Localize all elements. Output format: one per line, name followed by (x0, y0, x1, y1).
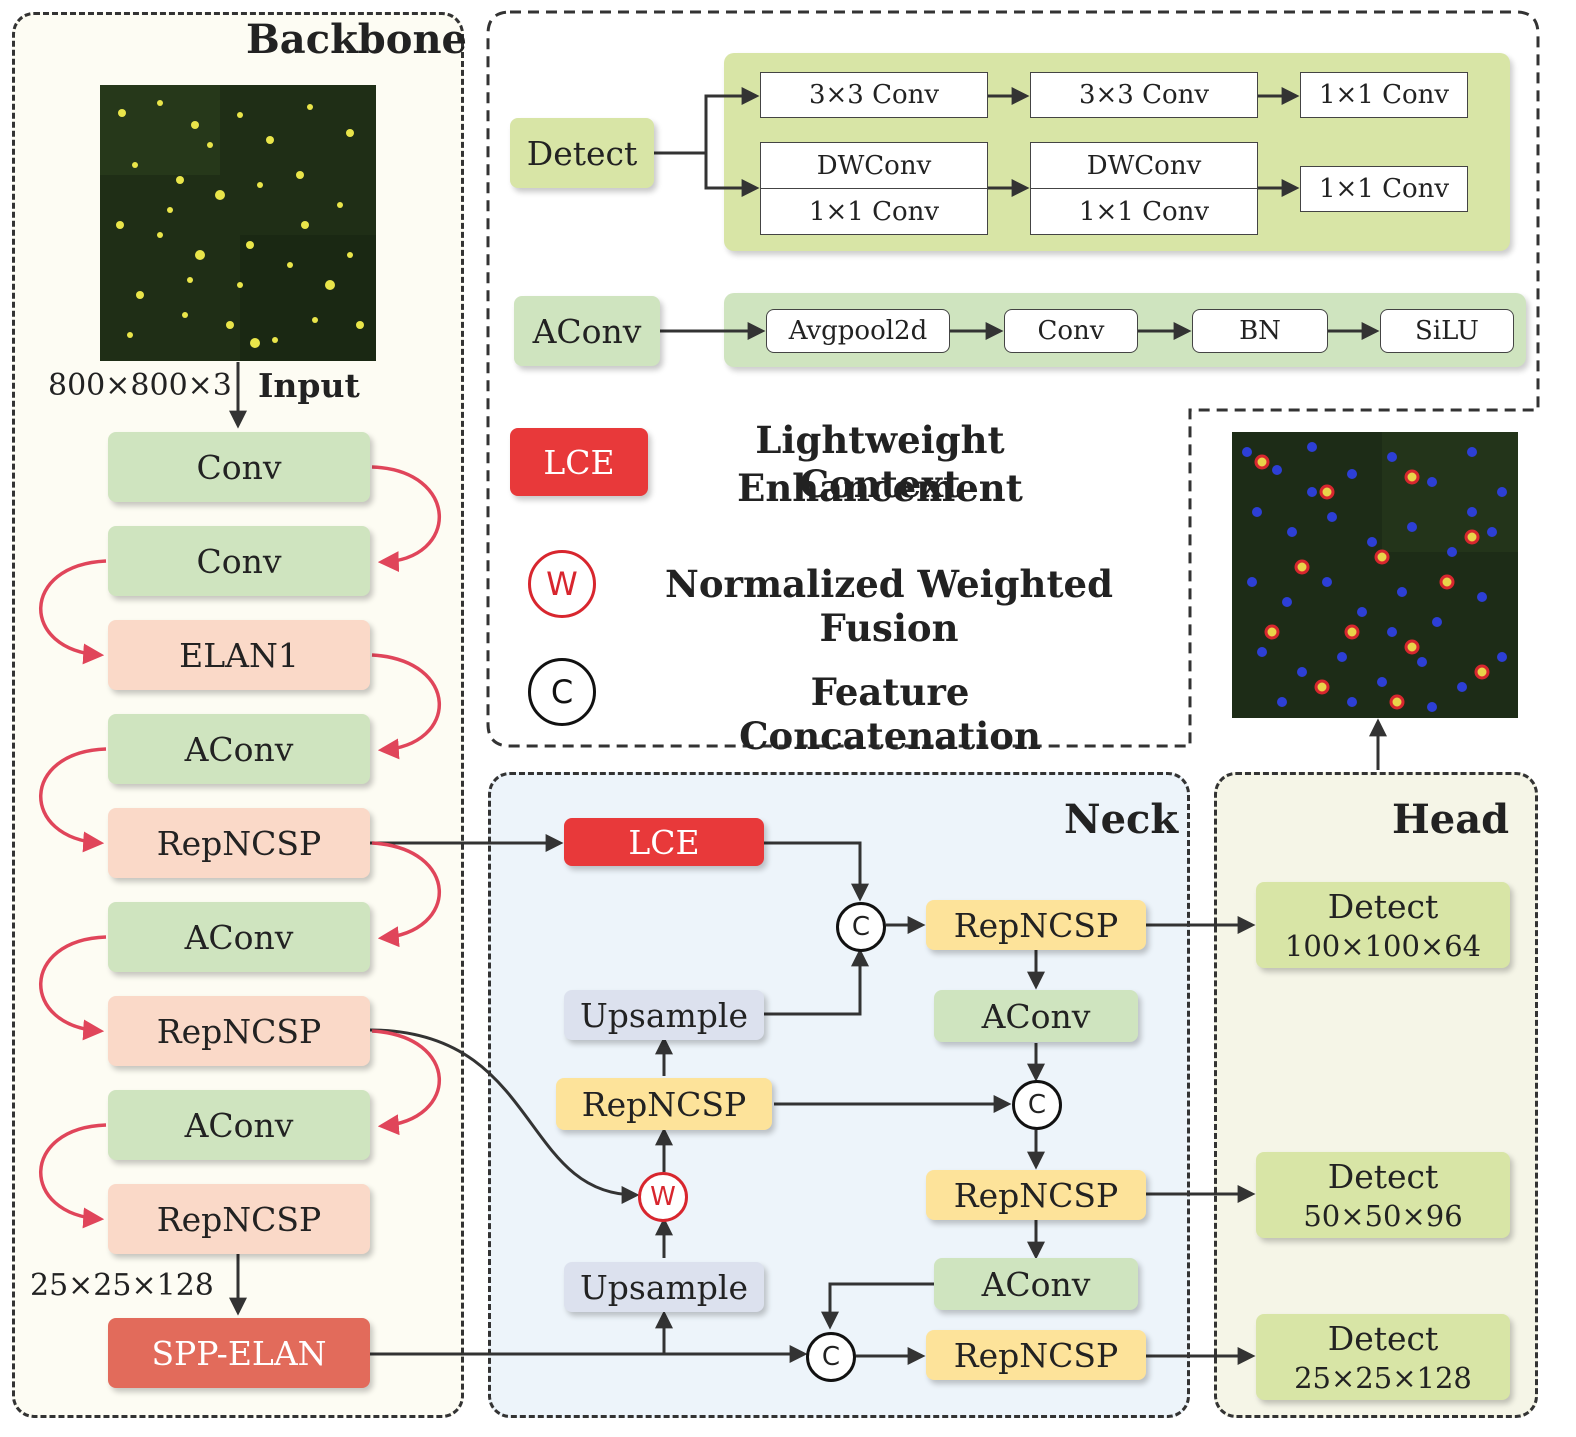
detect-row2-conv1x1-end: 1×1 Conv (1300, 166, 1468, 212)
detect-row2-dwconv-a: DWConv (760, 142, 988, 189)
neck-repncsp-1: RepNCSP (926, 900, 1146, 950)
neck-repncsp-3: RepNCSP (926, 1330, 1146, 1380)
aconv-step-bn: BN (1192, 309, 1328, 353)
aconv-detail-label: AConv (514, 296, 660, 366)
neck-aconv-1: AConv (934, 990, 1138, 1042)
legend-c-symbol: C (528, 658, 596, 726)
input-size-label: 800×800×3 (48, 368, 232, 403)
input-image (100, 85, 376, 361)
input-label: Input (258, 366, 360, 405)
detect-row2-dwconv-b: DWConv (1030, 142, 1258, 189)
neck-repncsp-2: RepNCSP (926, 1170, 1146, 1220)
head-detect-3-label: Detect (1327, 1319, 1439, 1359)
backbone-spp-elan: SPP-ELAN (108, 1318, 370, 1388)
legend-lce-box: LCE (510, 428, 648, 496)
backbone-aconv-3: AConv (108, 1090, 370, 1160)
legend-c-text: Feature Concatenation (739, 670, 1041, 758)
backbone-repncsp-2: RepNCSP (108, 996, 370, 1066)
backbone-conv-2: Conv (108, 526, 370, 596)
output-image (1232, 432, 1518, 718)
detect-row1-conv3x3-a: 3×3 Conv (760, 72, 988, 118)
detect-detail-label: Detect (510, 118, 654, 188)
neck-concat-2-letter: C (1027, 1090, 1047, 1120)
head-detect-2: Detect 50×50×96 (1256, 1152, 1510, 1238)
backbone-repncsp-1: RepNCSP (108, 808, 370, 878)
neck-upsample-top: Upsample (564, 990, 764, 1040)
pre-spp-size-label: 25×25×128 (30, 1268, 214, 1303)
neck-concat-1-letter: C (851, 912, 871, 942)
backbone-elan1: ELAN1 (108, 620, 370, 690)
neck-concat-1: C (836, 902, 886, 952)
detect-row2-conv1x1-b: 1×1 Conv (1030, 188, 1258, 235)
legend-lce-text-1: Lightweight Context (755, 418, 1005, 506)
neck-repncsp-left: RepNCSP (556, 1078, 772, 1130)
aconv-step-avgpool2d: Avgpool2d (766, 309, 950, 353)
neck-weighted-fusion-letter: W (650, 1182, 676, 1212)
neck-upsample-bottom: Upsample (564, 1262, 764, 1312)
detect-row2-conv1x1-a: 1×1 Conv (760, 188, 988, 235)
neck-title: Neck (1064, 796, 1179, 843)
flower-field-photo (100, 85, 376, 361)
head-panel (1214, 772, 1538, 1418)
backbone-repncsp-3: RepNCSP (108, 1184, 370, 1254)
legend-c-letter: C (550, 673, 574, 711)
backbone-aconv-1: AConv (108, 714, 370, 784)
neck-concat-3-letter: C (821, 1342, 841, 1372)
neck-concat-2: C (1012, 1080, 1062, 1130)
neck-aconv-2: AConv (934, 1258, 1138, 1310)
backbone-aconv-2: AConv (108, 902, 370, 972)
neck-lce: LCE (564, 818, 764, 866)
head-detect-1-label: Detect (1327, 887, 1439, 927)
detection-result-photo (1232, 432, 1518, 718)
backbone-title: Backbone (246, 16, 467, 63)
backbone-conv-1: Conv (108, 432, 370, 502)
head-detect-3-size: 25×25×128 (1294, 1360, 1472, 1395)
neck-weighted-fusion: W (638, 1172, 688, 1222)
head-detect-3: Detect 25×25×128 (1256, 1314, 1510, 1400)
head-detect-1-size: 100×100×64 (1284, 928, 1482, 963)
aconv-step-conv: Conv (1004, 309, 1138, 353)
head-detect-1: Detect 100×100×64 (1256, 882, 1510, 968)
head-title: Head (1392, 796, 1510, 843)
legend-lce-text-2: Enhancement (737, 466, 1023, 510)
head-detect-2-size: 50×50×96 (1303, 1198, 1463, 1233)
head-detect-2-label: Detect (1327, 1157, 1439, 1197)
legend-w-letter: W (546, 565, 578, 603)
detect-row1-conv1x1: 1×1 Conv (1300, 72, 1468, 118)
neck-concat-3: C (806, 1332, 856, 1382)
aconv-step-silu: SiLU (1380, 309, 1514, 353)
legend-w-symbol: W (528, 550, 596, 618)
legend-w-text: Normalized Weighted Fusion (665, 562, 1113, 650)
detect-row1-conv3x3-b: 3×3 Conv (1030, 72, 1258, 118)
